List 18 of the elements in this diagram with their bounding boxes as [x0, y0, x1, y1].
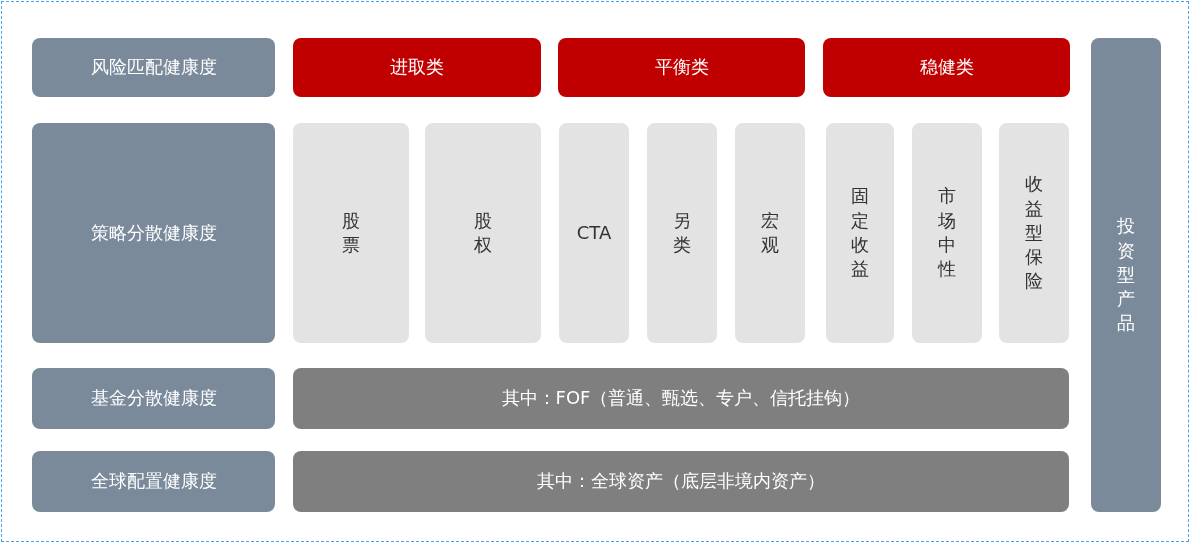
strategy-box: 另类: [647, 123, 717, 343]
strategy-box: 市场中性: [912, 123, 982, 343]
strategy-box: 收益型保险: [999, 123, 1069, 343]
health-label-box: 策略分散健康度: [32, 123, 275, 343]
fund-bar: 其中：FOF（普通、甄选、专户、信托挂钩）: [293, 368, 1069, 429]
health-label-box: 风险匹配健康度: [32, 38, 275, 97]
product-column: 投资型产品: [1091, 38, 1161, 512]
category-header: 稳健类: [823, 38, 1070, 97]
strategy-box: 股票: [293, 123, 409, 343]
strategy-box: CTA: [559, 123, 629, 343]
strategy-box: 宏观: [735, 123, 805, 343]
health-label-box: 全球配置健康度: [32, 451, 275, 512]
category-header: 平衡类: [558, 38, 805, 97]
strategy-box: 股权: [425, 123, 541, 343]
health-label-box: 基金分散健康度: [32, 368, 275, 429]
category-header: 进取类: [293, 38, 541, 97]
fund-bar: 其中：全球资产（底层非境内资产）: [293, 451, 1069, 512]
strategy-box: 固定收益: [826, 123, 894, 343]
